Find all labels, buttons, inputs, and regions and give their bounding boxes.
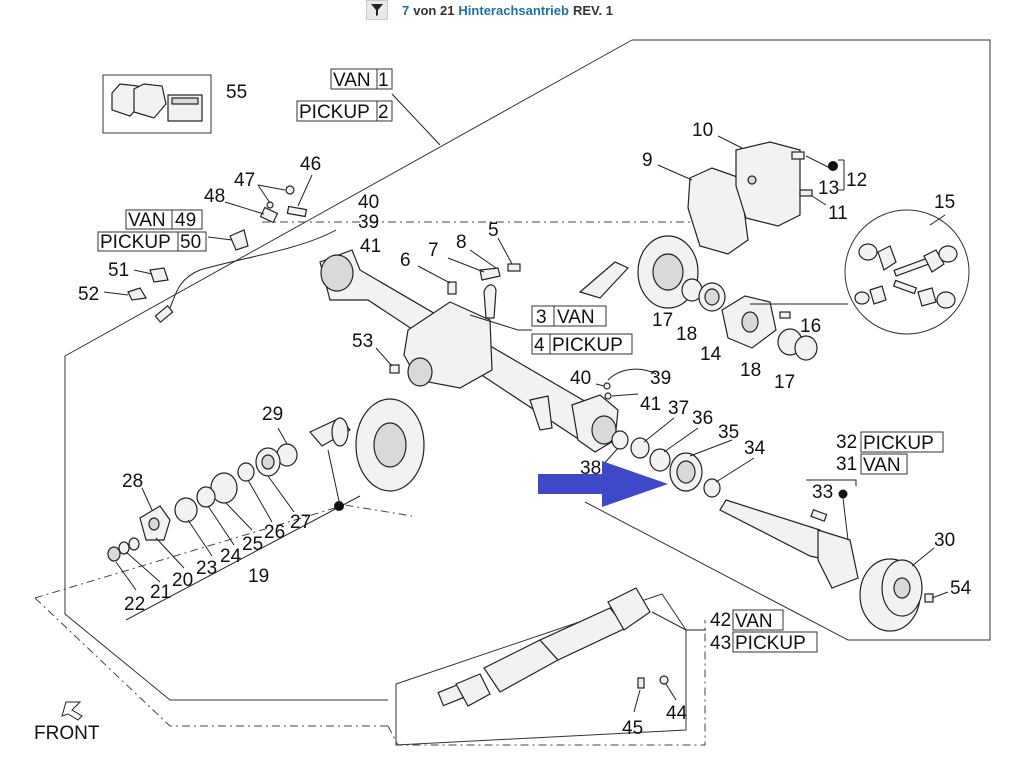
variant-pickup-43: PICKUP <box>735 633 806 654</box>
part-36[interactable]: 36 <box>692 408 713 429</box>
filter-icon <box>371 4 383 16</box>
variant-van-1-num: 1 <box>378 70 389 91</box>
part-40-upper[interactable]: 40 <box>358 192 379 213</box>
part-25[interactable]: 25 <box>242 534 263 555</box>
part-22[interactable]: 22 <box>124 594 145 615</box>
differential-cover <box>687 141 813 255</box>
part-33[interactable]: 33 <box>812 482 833 503</box>
ring-gear-top <box>578 235 726 312</box>
variant-pickup-32: PICKUP <box>863 433 934 454</box>
variant-pickup-4: PICKUP <box>552 335 623 356</box>
part-26[interactable]: 26 <box>264 522 285 543</box>
part-52[interactable]: 52 <box>78 284 99 305</box>
part-6[interactable]: 6 <box>400 250 411 271</box>
variant-pickup-4-num: 4 <box>534 335 545 356</box>
variant-van-49-num: 49 <box>175 210 196 231</box>
part-10[interactable]: 10 <box>692 120 713 141</box>
part-51[interactable]: 51 <box>108 260 129 281</box>
part-34[interactable]: 34 <box>744 438 766 459</box>
part-18-upper[interactable]: 18 <box>676 324 697 345</box>
part-35[interactable]: 35 <box>718 422 739 443</box>
propeller-shaft <box>437 587 669 707</box>
part-16[interactable]: 16 <box>800 316 821 337</box>
variant-van-49: VAN <box>128 210 166 231</box>
bearing-row-right <box>611 430 721 498</box>
variant-van-3-num: 3 <box>536 307 547 328</box>
variant-van-42-num: 42 <box>710 610 731 631</box>
variant-pickup-2-num: 2 <box>378 102 389 123</box>
page-current[interactable]: 7 <box>402 2 410 18</box>
section-title-link[interactable]: Hinterachsantrieb <box>458 2 569 18</box>
part-38[interactable]: 38 <box>580 458 601 479</box>
part-53[interactable]: 53 <box>352 331 373 352</box>
part-23[interactable]: 23 <box>196 558 217 579</box>
part-29[interactable]: 29 <box>262 404 283 425</box>
part-17-lower[interactable]: 17 <box>774 372 795 393</box>
variant-pickup-32-num: 32 <box>836 432 857 453</box>
variant-pickup-50-num: 50 <box>180 232 201 253</box>
axle-housing <box>319 249 619 453</box>
part-27[interactable]: 27 <box>290 512 311 533</box>
part-41-upper[interactable]: 41 <box>360 236 381 257</box>
part-13[interactable]: 13 <box>818 178 839 199</box>
part-41-lower[interactable]: 41 <box>640 394 661 415</box>
filter-button[interactable] <box>366 0 388 20</box>
differential-gears-detail <box>854 243 958 309</box>
part-55[interactable]: 55 <box>226 82 247 103</box>
part-14[interactable]: 14 <box>700 344 722 365</box>
part-37[interactable]: 37 <box>668 398 689 419</box>
part-17-upper[interactable]: 17 <box>652 310 673 331</box>
part-28[interactable]: 28 <box>122 471 143 492</box>
revision: REV. 1 <box>572 2 613 18</box>
variant-pickup-50: PICKUP <box>100 232 171 253</box>
part-47[interactable]: 47 <box>234 170 255 191</box>
part-7[interactable]: 7 <box>428 240 439 261</box>
page-header: 7 von 21 Hinterachsantrieb REV. 1 <box>366 0 613 20</box>
part-5[interactable]: 5 <box>488 220 499 241</box>
axle-shaft-and-drum <box>719 499 934 632</box>
part-44[interactable]: 44 <box>666 703 688 724</box>
variant-van-31: VAN <box>863 455 901 476</box>
variant-pickup-43-num: 43 <box>710 633 731 654</box>
pointer-arrow-icon <box>538 461 668 507</box>
part-39-upper[interactable]: 39 <box>358 212 379 233</box>
part-11[interactable]: 11 <box>828 203 848 224</box>
variant-van-31-num: 31 <box>836 454 857 475</box>
part-8[interactable]: 8 <box>456 232 467 253</box>
part-12[interactable]: 12 <box>846 170 867 191</box>
part-15[interactable]: 15 <box>934 192 955 213</box>
front-arrow-icon <box>61 701 83 721</box>
part-46[interactable]: 46 <box>300 154 321 175</box>
part-45[interactable]: 45 <box>622 718 643 739</box>
part-20[interactable]: 20 <box>172 570 193 591</box>
variant-van-3: VAN <box>557 307 595 328</box>
variant-van-42: VAN <box>735 611 773 632</box>
part-54[interactable]: 54 <box>950 578 972 599</box>
part-48[interactable]: 48 <box>204 186 225 207</box>
part-19[interactable]: 19 <box>248 566 269 587</box>
part-30[interactable]: 30 <box>934 530 955 551</box>
gasket-kit <box>111 83 203 122</box>
part-39-lower[interactable]: 39 <box>650 368 671 389</box>
part-9[interactable]: 9 <box>642 150 653 171</box>
part-40-lower[interactable]: 40 <box>570 368 591 389</box>
variant-pickup-2: PICKUP <box>299 102 370 123</box>
variant-van-1: VAN <box>333 70 371 91</box>
differential-carrier <box>721 295 818 361</box>
part-18-lower[interactable]: 18 <box>740 360 761 381</box>
part-21[interactable]: 21 <box>150 582 171 603</box>
fasteners-5-8 <box>447 263 521 319</box>
page-of: von 21 <box>413 2 455 18</box>
front-label: FRONT <box>34 723 100 744</box>
part-24[interactable]: 24 <box>220 546 242 567</box>
bracket-parts <box>127 185 308 301</box>
pinion-and-ring-gear-lower <box>107 398 425 562</box>
